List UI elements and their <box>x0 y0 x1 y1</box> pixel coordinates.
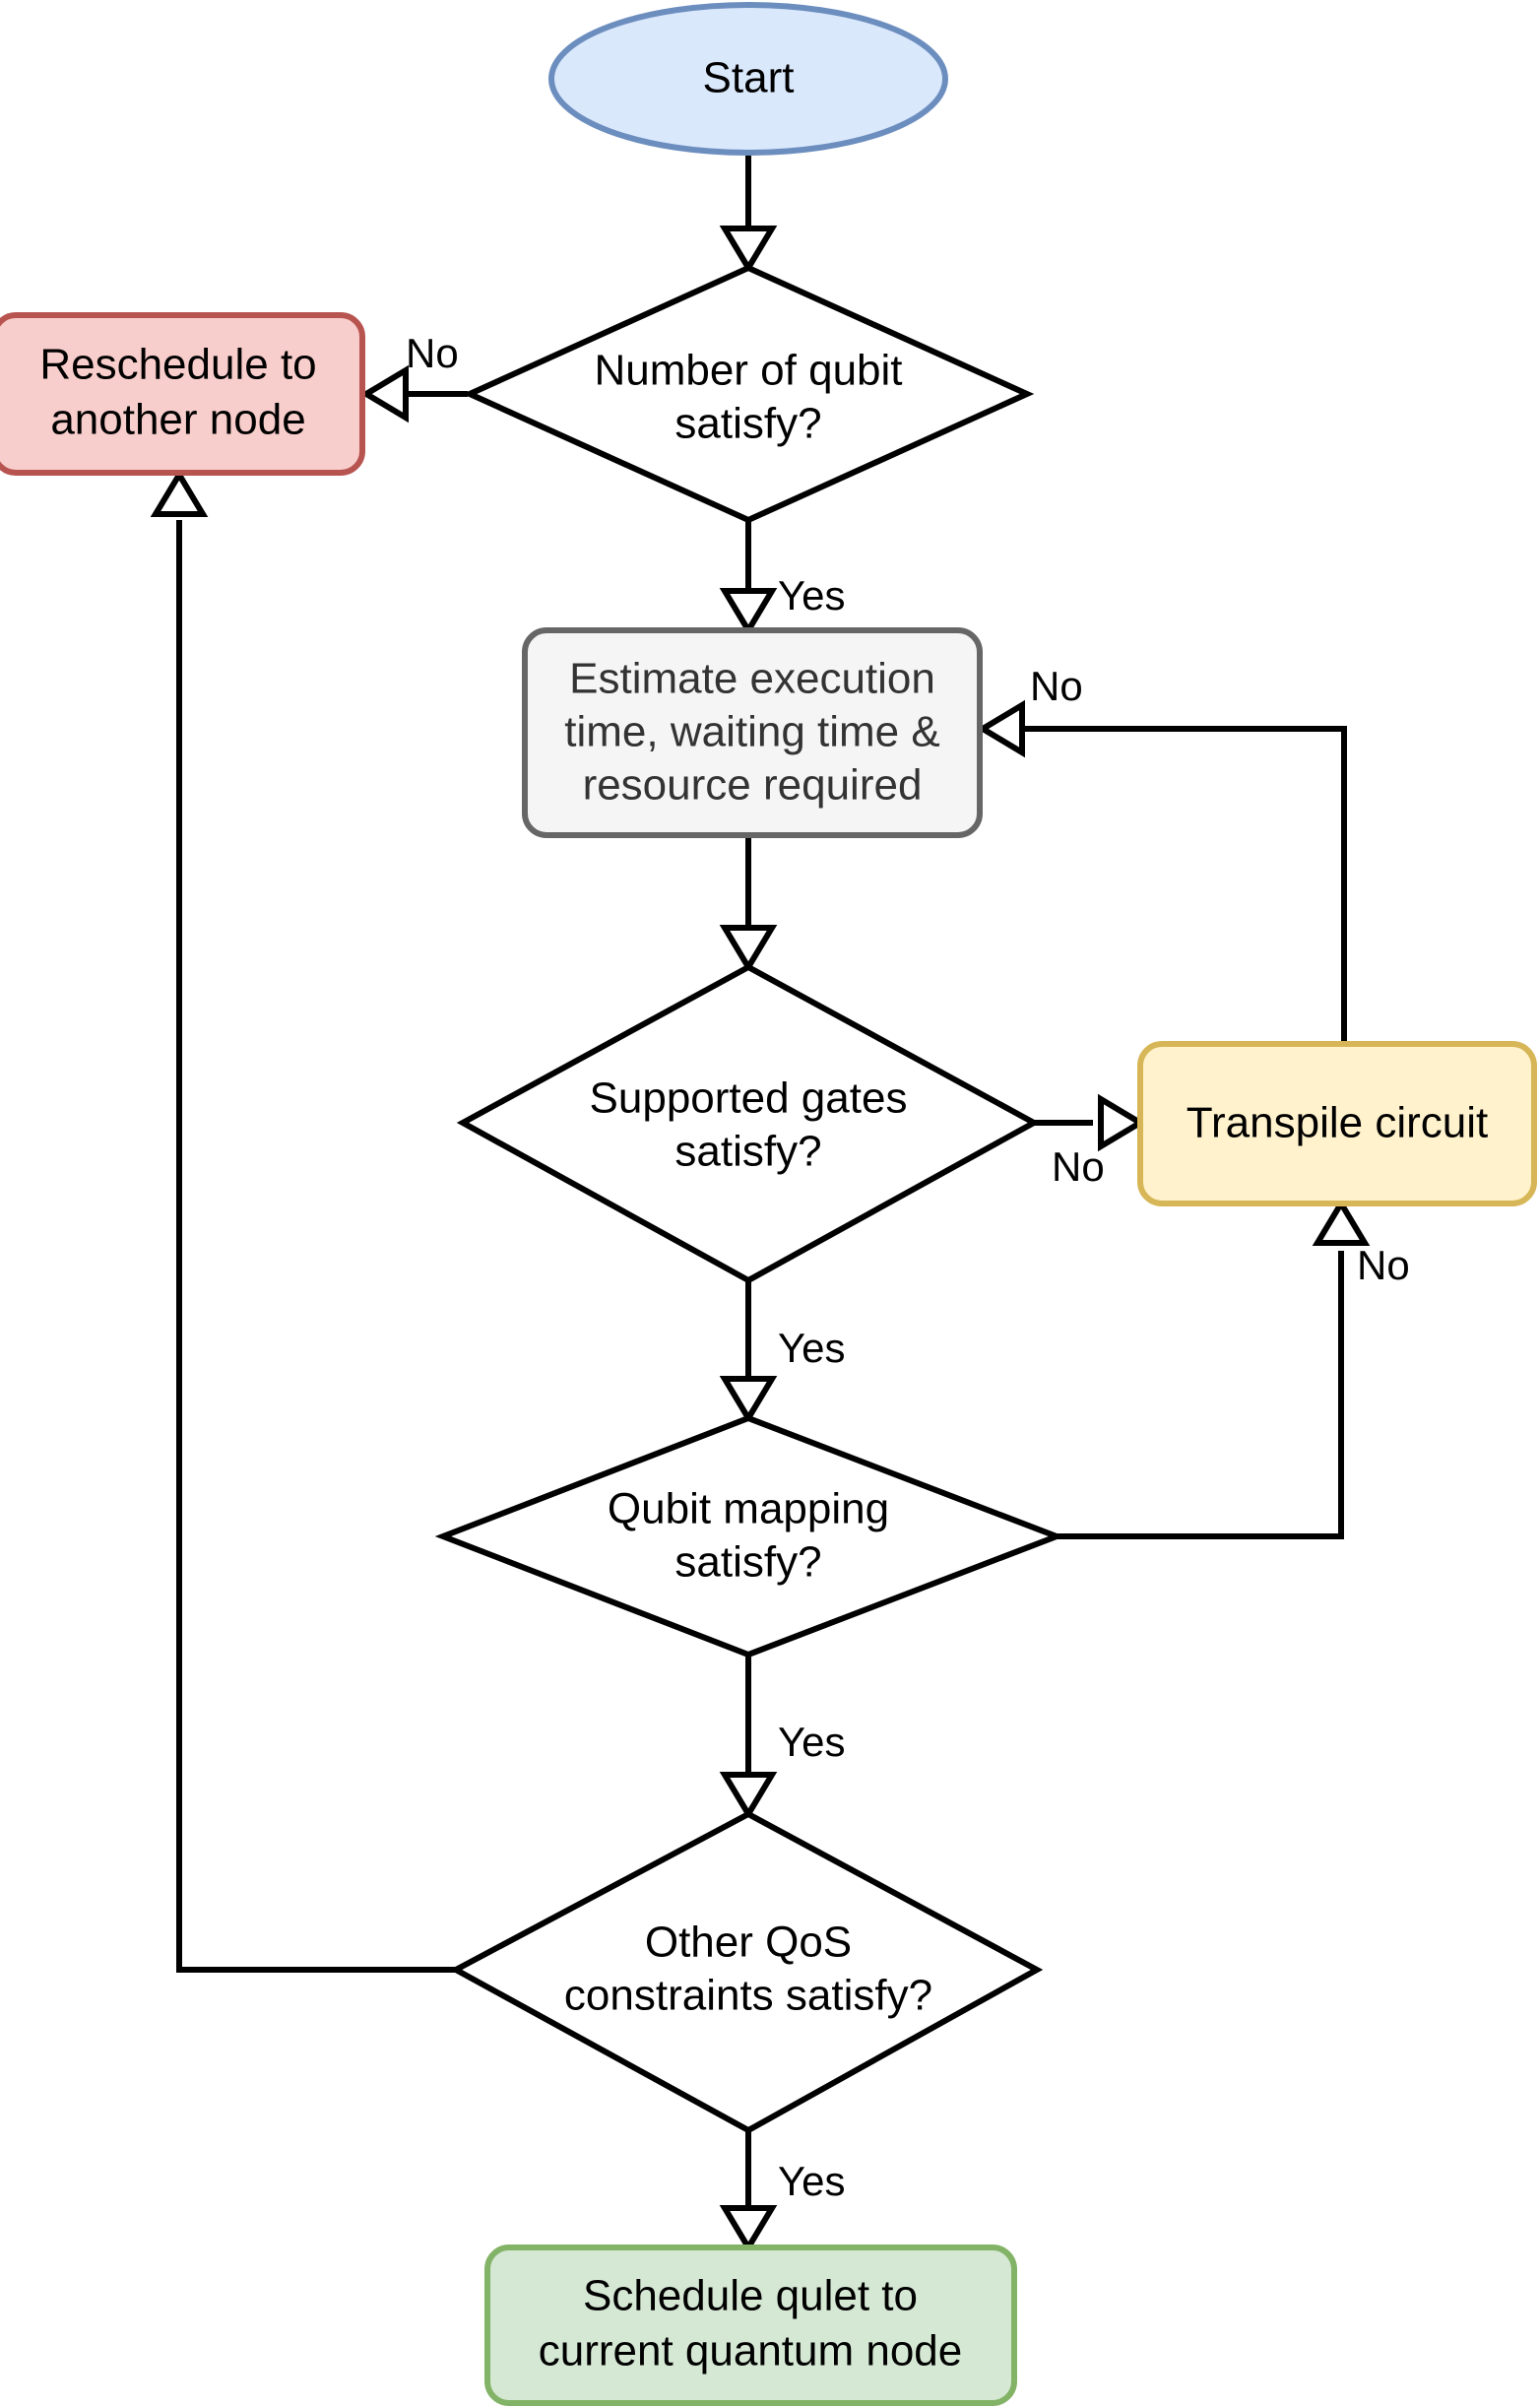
node-qubit-decision-line1: Number of qubit <box>594 347 902 395</box>
edge-estimate-to-gates-decision <box>719 835 778 973</box>
edge-mapping-no-to-transpile: No <box>1057 1198 1410 1539</box>
edge-label-gates-no: No <box>1052 1143 1105 1190</box>
node-mapping-decision[interactable]: Qubit mapping satisfy? <box>434 1414 1065 1659</box>
edge-mapping-yes-to-qos: Yes <box>719 1655 846 1820</box>
node-estimate[interactable]: Estimate execution time, waiting time & … <box>522 627 983 838</box>
edge-label-qos-yes: Yes <box>778 2158 846 2204</box>
node-schedule-line2: current quantum node <box>539 2327 963 2375</box>
node-reschedule-line2: another node <box>50 396 305 444</box>
edge-label-qubit-no: No <box>406 330 459 376</box>
node-estimate-line1: Estimate execution <box>569 655 935 703</box>
node-reschedule[interactable]: Reschedule to another node <box>0 312 365 476</box>
node-qubit-decision-line2: satisfy? <box>674 400 821 448</box>
node-qos-decision-line1: Other QoS <box>645 1919 852 1967</box>
node-qubit-count-decision[interactable]: Number of qubit satisfy? <box>462 264 1035 524</box>
edge-label-gates-yes: Yes <box>778 1325 846 1371</box>
node-start-label: Start <box>703 54 795 102</box>
edge-gates-no-to-transpile: No <box>1034 1093 1146 1190</box>
edge-qubit-no-to-reschedule: No <box>360 330 468 423</box>
edge-qos-yes-to-schedule: Yes <box>719 2130 846 2253</box>
node-start[interactable]: Start <box>548 2 948 156</box>
node-transpile[interactable]: Transpile circuit <box>1137 1041 1537 1206</box>
edge-start-to-qubit-decision <box>719 156 778 274</box>
node-qos-decision-line2: constraints satisfy? <box>564 1972 932 2020</box>
node-schedule-line1: Schedule qulet to <box>583 2272 918 2320</box>
node-mapping-decision-line2: satisfy? <box>674 1538 821 1587</box>
edge-label-qubit-yes: Yes <box>778 572 846 618</box>
node-transpile-label: Transpile circuit <box>1187 1099 1488 1147</box>
node-gates-decision-line1: Supported gates <box>590 1074 908 1123</box>
node-gates-decision-line2: satisfy? <box>674 1128 821 1176</box>
edge-qos-no-to-reschedule <box>150 469 456 1973</box>
node-mapping-decision-line1: Qubit mapping <box>608 1485 889 1533</box>
node-schedule[interactable]: Schedule qulet to current quantum node <box>484 2244 1017 2406</box>
edge-label-transpile-no: No <box>1030 663 1083 709</box>
node-gates-decision[interactable]: Supported gates satisfy? <box>456 963 1041 1284</box>
edge-qubit-yes-to-estimate: Yes <box>719 520 846 636</box>
node-qos-decision[interactable]: Other QoS constraints satisfy? <box>449 1810 1044 2134</box>
edge-label-mapping-yes: Yes <box>778 1719 846 1765</box>
edge-label-mapping-no: No <box>1357 1242 1410 1288</box>
edge-transpile-to-estimate: No <box>977 663 1347 1044</box>
node-estimate-line3: resource required <box>583 761 923 810</box>
node-estimate-line2: time, waiting time & <box>564 708 939 756</box>
edge-gates-yes-to-mapping: Yes <box>719 1280 846 1424</box>
node-reschedule-line1: Reschedule to <box>39 341 316 389</box>
